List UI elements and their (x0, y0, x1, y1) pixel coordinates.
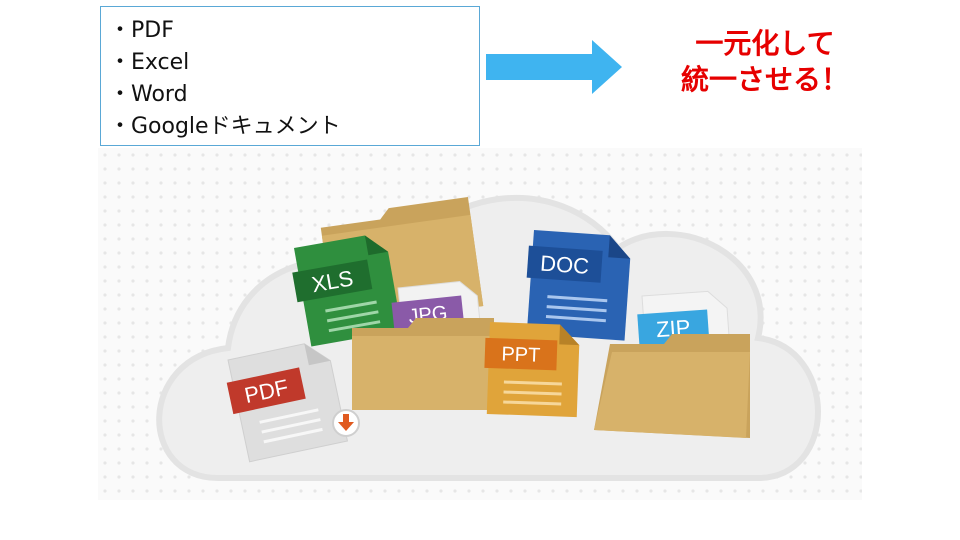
file-type-list-box: ・PDF ・Excel ・Word ・Googleドキュメント (100, 6, 480, 146)
xls-file-icon: XLS (292, 235, 402, 347)
ppt-label: PPT (501, 343, 541, 366)
download-icon (332, 409, 360, 437)
zip-folder-icon: ZIP (594, 290, 750, 438)
cloud-files-illustration: XLS JPG DOC PPT (98, 148, 862, 500)
doc-file-icon: DOC (526, 230, 631, 341)
list-item-google-docs: ・Googleドキュメント (109, 114, 341, 139)
list-item-excel: ・Excel (109, 50, 190, 75)
list-item-word: ・Word (109, 82, 188, 107)
doc-label: DOC (539, 251, 590, 279)
jpg-folder-icon: JPG (352, 281, 494, 410)
list-item-pdf: ・PDF (109, 18, 174, 43)
headline-line-2: 統一させる！ (680, 63, 849, 96)
headline-line-1: 一元化して (695, 27, 835, 60)
pdf-file-icon: PDF (226, 343, 349, 463)
right-arrow-icon (486, 40, 622, 94)
ppt-file-icon: PPT (484, 322, 580, 418)
headline: 一元化して 統一させる！ (660, 26, 870, 98)
